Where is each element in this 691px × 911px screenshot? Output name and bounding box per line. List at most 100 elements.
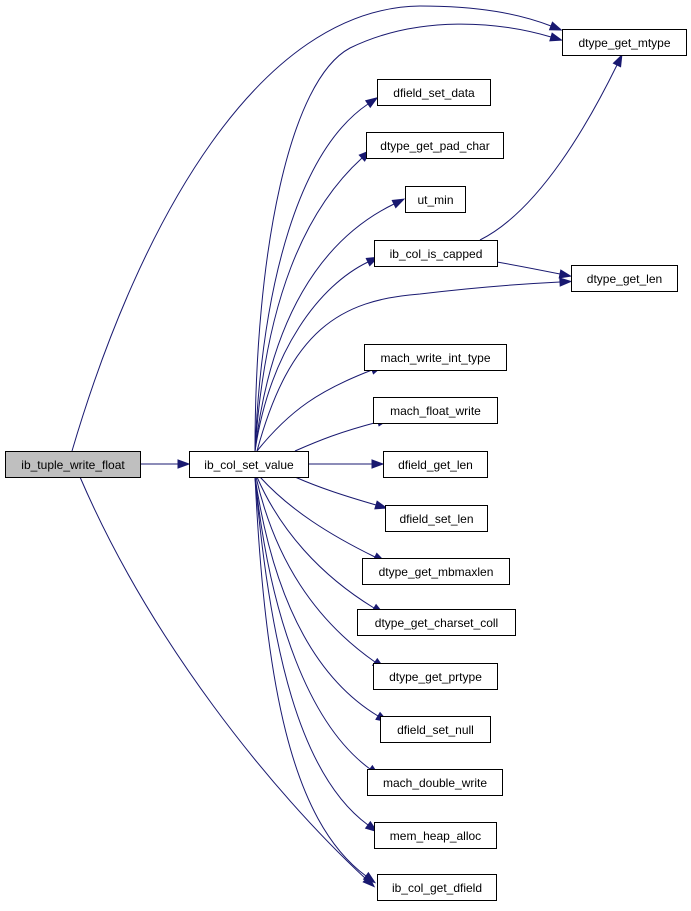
- edge-ib_tuple_write_float-to-ib_col_set_value: [140, 459, 191, 469]
- node-label: ib_col_set_value: [204, 458, 294, 472]
- edge-ib_col_set_value-to-dfield_set_null: [254, 476, 389, 723]
- node-mach-write-int-type[interactable]: mach_write_int_type: [364, 344, 507, 371]
- node-label: dtype_get_charset_coll: [375, 616, 498, 630]
- edge-line: [79, 476, 367, 880]
- edge-line: [479, 64, 618, 241]
- node-label: ib_col_is_capped: [390, 247, 483, 261]
- edges-layer: [71, 5, 623, 888]
- edge-arrowhead: [558, 269, 573, 279]
- edge-ib_col_set_value-to-dtype_get_len: [256, 277, 573, 452]
- node-box: [367, 769, 503, 796]
- node-label: dfield_get_len: [398, 458, 473, 472]
- node-box: [385, 505, 488, 532]
- node-ut-min[interactable]: ut_min: [405, 186, 466, 213]
- edge-arrowhead: [549, 32, 563, 42]
- edge-line: [254, 476, 379, 717]
- edge-arrowhead: [559, 277, 573, 287]
- edge-ib_col_set_value-to-dtype_get_mbmaxlen: [259, 476, 387, 563]
- edge-line: [294, 476, 377, 506]
- edge-ib_tuple_write_float-to-dtype_get_mtype: [71, 5, 563, 452]
- edge-arrowhead: [364, 97, 379, 109]
- node-box: [189, 451, 309, 478]
- node-label: dtype_get_prtype: [389, 670, 482, 684]
- edge-line: [256, 281, 561, 452]
- node-ib-col-get-dfield[interactable]: ib_col_get_dfield: [377, 874, 497, 901]
- edge-line: [254, 261, 369, 452]
- edge-line: [254, 476, 367, 877]
- edge-arrowhead: [391, 198, 406, 209]
- node-label: dtype_get_mbmaxlen: [379, 565, 494, 579]
- node-mach-double-write[interactable]: mach_double_write: [367, 769, 503, 796]
- edge-line: [256, 369, 373, 452]
- node-dtype-get-charset-coll[interactable]: dtype_get_charset_coll: [357, 609, 516, 636]
- edge-ib_col_set_value-to-mach_write_int_type: [256, 365, 384, 452]
- node-dfield-get-len[interactable]: dfield_get_len: [383, 451, 488, 478]
- node-box: [373, 397, 498, 424]
- node-ib-col-set-value[interactable]: ib_col_set_value: [189, 451, 309, 478]
- edge-line: [259, 476, 376, 558]
- node-mem-heap-alloc[interactable]: mem_heap_alloc: [374, 822, 497, 849]
- node-box: [383, 451, 488, 478]
- edge-ib_tuple_write_float-to-ib_col_get_dfield: [79, 476, 376, 888]
- node-label: dfield_set_data: [393, 86, 475, 100]
- edge-line: [496, 261, 561, 275]
- edge-line: [254, 157, 363, 452]
- node-mach-float-write[interactable]: mach_float_write: [373, 397, 498, 424]
- edge-line: [71, 5, 552, 452]
- node-box: [380, 716, 491, 743]
- edge-ib_col_set_value-to-dfield_set_data: [254, 97, 379, 452]
- edge-ib_col_set_value-to-mem_heap_alloc: [254, 476, 379, 833]
- node-ib-col-is-capped[interactable]: ib_col_is_capped: [374, 240, 498, 267]
- node-box: [5, 451, 141, 478]
- node-ib-tuple-write-float[interactable]: ib_tuple_write_float: [5, 451, 141, 478]
- node-dfield-set-null[interactable]: dfield_set_null: [380, 716, 491, 743]
- node-box: [374, 822, 497, 849]
- node-label: ib_col_get_dfield: [392, 881, 482, 895]
- node-dtype-get-prtype[interactable]: dtype_get_prtype: [373, 663, 498, 690]
- edge-arrowhead: [548, 21, 563, 31]
- edge-arrowhead: [612, 53, 623, 68]
- edge-arrowhead: [362, 871, 377, 884]
- edge-line: [256, 476, 375, 609]
- node-label: mem_heap_alloc: [390, 829, 481, 843]
- edge-ib_col_set_value-to-dtype_get_charset_coll: [256, 476, 385, 615]
- node-dtype-get-mbmaxlen[interactable]: dtype_get_mbmaxlen: [362, 558, 510, 585]
- edge-arrowhead: [371, 459, 385, 469]
- edge-ib_col_is_capped-to-dtype_get_mtype: [479, 53, 623, 241]
- node-box: [377, 79, 491, 106]
- edge-ib_col_set_value-to-dfield_get_len: [308, 459, 385, 469]
- edge-ib_col_set_value-to-ib_col_is_capped: [254, 256, 380, 452]
- edge-line: [254, 476, 371, 770]
- node-box: [374, 240, 498, 267]
- edge-line: [254, 23, 552, 452]
- node-dtype-get-len[interactable]: dtype_get_len: [571, 265, 678, 292]
- edge-line: [254, 476, 369, 826]
- node-dtype-get-pad-char[interactable]: dtype_get_pad_char: [366, 132, 504, 159]
- node-box: [362, 558, 510, 585]
- node-label: mach_float_write: [390, 404, 481, 418]
- node-dtype-get-mtype[interactable]: dtype_get_mtype: [562, 29, 687, 56]
- node-label: mach_write_int_type: [380, 351, 490, 365]
- edge-line: [254, 203, 395, 452]
- edge-ib_col_set_value-to-dfield_set_len: [294, 476, 388, 510]
- node-box: [357, 609, 516, 636]
- edge-ib_col_is_capped-to-dtype_get_len: [496, 261, 573, 279]
- node-box: [377, 874, 497, 901]
- node-box: [366, 132, 504, 159]
- node-label: mach_double_write: [383, 776, 487, 790]
- edge-ib_col_set_value-to-ib_col_get_dfield: [254, 476, 377, 884]
- node-dfield-set-len[interactable]: dfield_set_len: [385, 505, 488, 532]
- node-label: ib_tuple_write_float: [21, 458, 125, 472]
- node-label: ut_min: [417, 193, 453, 207]
- edge-line: [254, 103, 369, 452]
- node-label: dfield_set_null: [397, 723, 474, 737]
- node-box: [562, 29, 687, 56]
- node-box: [405, 186, 466, 213]
- edge-arrowhead: [177, 459, 191, 469]
- node-label: dtype_get_pad_char: [380, 139, 489, 153]
- node-dfield-set-data[interactable]: dfield_set_data: [377, 79, 491, 106]
- edge-ib_col_set_value-to-dtype_get_mtype: [254, 23, 563, 452]
- node-box: [571, 265, 678, 292]
